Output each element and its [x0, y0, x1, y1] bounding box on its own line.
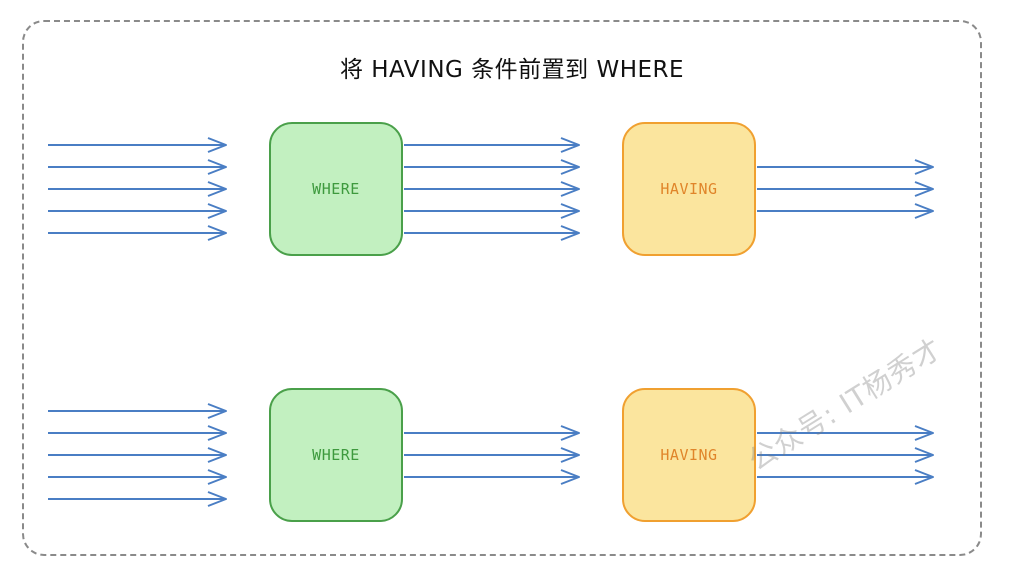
row-1-where-box: [269, 122, 403, 256]
row-2-input-arrowhead-1: [207, 403, 227, 419]
row-1-middle-arrowhead-4: [560, 203, 580, 219]
row-1-having-box: [622, 122, 756, 256]
row-2-input-arrowhead-4: [207, 469, 227, 485]
row-1-output-arrowhead-3: [914, 203, 934, 219]
row-1-input-arrowhead-4: [207, 203, 227, 219]
diagram-title: 将 HAVING 条件前置到 WHERE: [339, 57, 685, 83]
row-1-input-arrowhead-1: [207, 137, 227, 153]
row-2-middle-arrowhead-1: [560, 425, 580, 441]
row-1-input-arrowhead-3: [207, 181, 227, 197]
row-2: WHERE HAVING: [48, 388, 934, 522]
row-1-middle-arrowhead-5: [560, 225, 580, 241]
row-2-where-box: [269, 388, 403, 522]
row-1-middle-arrows: [404, 137, 580, 241]
row-2-input-arrowhead-2: [207, 425, 227, 441]
row-1-output-arrowhead-1: [914, 159, 934, 175]
row-2-input-arrowhead-5: [207, 491, 227, 507]
row-1-middle-arrowhead-3: [560, 181, 580, 197]
row-1-middle-arrowhead-1: [560, 137, 580, 153]
row-1-input-arrowhead-5: [207, 225, 227, 241]
row-1-input-arrowhead-2: [207, 159, 227, 175]
row-2-output-arrowhead-2: [914, 447, 934, 463]
row-2-input-arrowhead-3: [207, 447, 227, 463]
row-2-middle-arrowhead-2: [560, 447, 580, 463]
row-2-having-label: HAVING: [660, 446, 717, 464]
row-2-middle-arrows: [404, 425, 580, 485]
row-1-having-label: HAVING: [660, 180, 717, 198]
row-2-where-label: WHERE: [312, 446, 360, 464]
row-2-output-arrowhead-3: [914, 469, 934, 485]
row-1-output-arrowhead-2: [914, 181, 934, 197]
row-1-middle-arrowhead-2: [560, 159, 580, 175]
row-1-output-arrows: [757, 159, 934, 219]
row-2-input-arrows: [48, 403, 227, 507]
row-2-middle-arrowhead-3: [560, 469, 580, 485]
row-1: WHERE HAVING: [48, 122, 934, 256]
row-2-having-box: [622, 388, 756, 522]
row-1-where-label: WHERE: [312, 180, 360, 198]
diagram-frame: [22, 20, 982, 556]
row-2-output-arrowhead-1: [914, 425, 934, 441]
row-2-output-arrows: [757, 425, 934, 485]
row-1-input-arrows: [48, 137, 227, 241]
